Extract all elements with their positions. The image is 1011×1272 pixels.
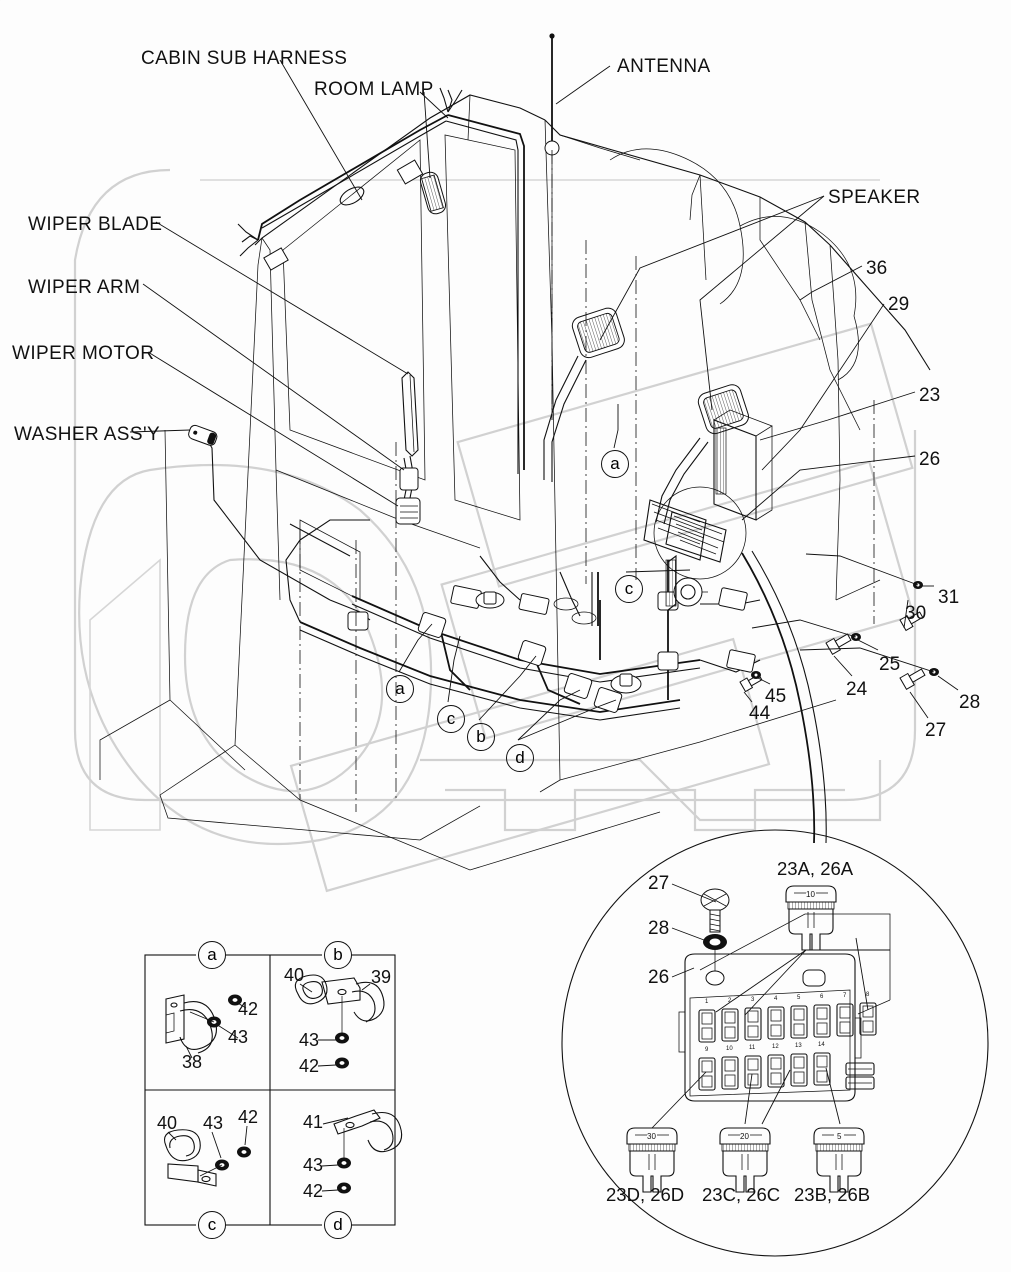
detail-d-part-42: 42	[303, 1181, 324, 1201]
fuse-label-26: 26	[648, 967, 670, 988]
callout-wiper-motor: WIPER MOTOR	[12, 343, 155, 364]
fuse-caption-23a-26a: 23A, 26A	[777, 858, 854, 879]
callout-washer-assy: WASHER ASS'Y	[14, 424, 161, 445]
fuse-detail-graphics	[561, 829, 989, 1257]
wiper-assembly	[188, 371, 421, 621]
fuse-slot-5: 5	[797, 995, 801, 1001]
fuse-slot-row-2	[698, 1052, 875, 1091]
nut-42-b	[335, 1057, 349, 1069]
blade-fuse-a	[785, 885, 837, 951]
washer-43-d	[337, 1157, 351, 1169]
fuse-slot-13: 13	[795, 1043, 802, 1049]
callout-cabin-sub-harness: CABIN SUB HARNESS	[141, 48, 348, 69]
fuse-label-28: 28	[648, 918, 670, 939]
fuse-slot-row-1	[698, 1002, 877, 1043]
blade-fuse-d	[626, 1127, 678, 1193]
fuse-amp-c: 20	[740, 1132, 749, 1141]
fastener-parts	[739, 581, 939, 693]
callout-antenna: ANTENNA	[617, 56, 711, 77]
section-marker-c-lower: c	[437, 705, 465, 733]
detail-c-part-40: 40	[157, 1113, 178, 1133]
washer-28-part	[703, 934, 727, 950]
detail-cell-letter-d: d	[324, 1211, 352, 1239]
item-number-27: 27	[925, 720, 947, 741]
fuse-slot-8: 8	[866, 992, 870, 998]
fuse-slot-10: 10	[726, 1046, 733, 1052]
callout-speaker: SPEAKER	[828, 187, 921, 208]
nut-42-d	[337, 1182, 351, 1194]
item-number-36: 36	[866, 258, 888, 279]
fuse-slot-11: 11	[749, 1045, 756, 1051]
section-marker-a-upper: a	[601, 450, 629, 478]
item-number-29: 29	[888, 294, 910, 315]
item-number-25: 25	[879, 654, 901, 675]
detail-cell-letter-c: c	[198, 1211, 226, 1239]
fuse-slot-2: 2	[728, 998, 732, 1004]
fuse-slot-4: 4	[774, 996, 778, 1002]
item-number-31: 31	[938, 587, 960, 608]
item-number-44: 44	[749, 703, 771, 724]
nut-42-c	[237, 1146, 251, 1158]
blade-fuse-c	[719, 1127, 771, 1193]
fuse-box-body	[678, 913, 891, 1102]
fuse-amp-d: 30	[647, 1132, 656, 1141]
bolt-27-part	[700, 888, 730, 933]
fuse-caption-23c-26c: 23C, 26C	[702, 1184, 781, 1205]
cab-outline	[99, 94, 931, 871]
fuse-slot-1: 1	[705, 999, 709, 1005]
section-marker-d-lower: d	[506, 744, 534, 772]
detail-a-part-38: 38	[182, 1052, 203, 1072]
detail-d-part-41: 41	[303, 1112, 324, 1132]
detail-cell-letter-a: a	[198, 941, 226, 969]
detail-b-part-42: 42	[299, 1056, 320, 1076]
cabin-sub-harness-routing	[237, 87, 525, 474]
item-number-30: 30	[905, 603, 927, 624]
blade-fuse-b	[813, 1127, 865, 1193]
section-marker-c-upper: c	[615, 575, 643, 603]
detail-table-graphics	[144, 949, 403, 1232]
fuse-amp-b: 5	[837, 1132, 842, 1141]
callout-wiper-arm: WIPER ARM	[28, 277, 141, 298]
detail-c-part-43: 43	[203, 1113, 224, 1133]
detail-a-part-43: 43	[228, 1027, 249, 1047]
fuse-label-27: 27	[648, 873, 670, 894]
detail-c-part-42: 42	[238, 1107, 259, 1127]
fuse-amp-a: 10	[806, 890, 815, 899]
fuse-caption-23d-26d: 23D, 26D	[606, 1184, 685, 1205]
fuse-slot-7: 7	[843, 993, 847, 999]
watermark-graphic	[73, 168, 917, 893]
detail-a-part-42: 42	[238, 999, 259, 1019]
item-number-23: 23	[919, 385, 941, 406]
detail-d-part-43: 43	[303, 1155, 324, 1175]
detail-cell-letter-b: b	[324, 941, 352, 969]
nut-42-a	[228, 994, 242, 1006]
washer-43-b	[335, 1032, 349, 1044]
fuse-slot-12: 12	[772, 1044, 779, 1050]
leader-lines	[129, 59, 959, 812]
item-number-26: 26	[919, 449, 941, 470]
callout-wiper-blade: WIPER BLADE	[28, 214, 163, 235]
fuse-caption-23b-26b: 23B, 26B	[794, 1184, 871, 1205]
item-number-24: 24	[846, 679, 868, 700]
section-marker-b-lower: b	[467, 723, 495, 751]
callout-room-lamp: ROOM LAMP	[314, 79, 434, 100]
detail-b-part-40: 40	[284, 965, 305, 985]
detail-b-part-39: 39	[371, 967, 392, 987]
section-marker-a-mid: a	[386, 675, 414, 703]
floor-harness	[285, 519, 761, 721]
detail-b-part-43: 43	[299, 1030, 320, 1050]
fuse-slot-6: 6	[820, 994, 824, 1000]
controller-and-fusebox-inline	[643, 409, 827, 844]
item-number-45: 45	[765, 686, 787, 707]
fuse-slot-14: 14	[818, 1042, 825, 1048]
item-number-28: 28	[959, 692, 981, 713]
fuse-slot-9: 9	[705, 1047, 709, 1053]
fuse-slot-3: 3	[751, 997, 755, 1003]
